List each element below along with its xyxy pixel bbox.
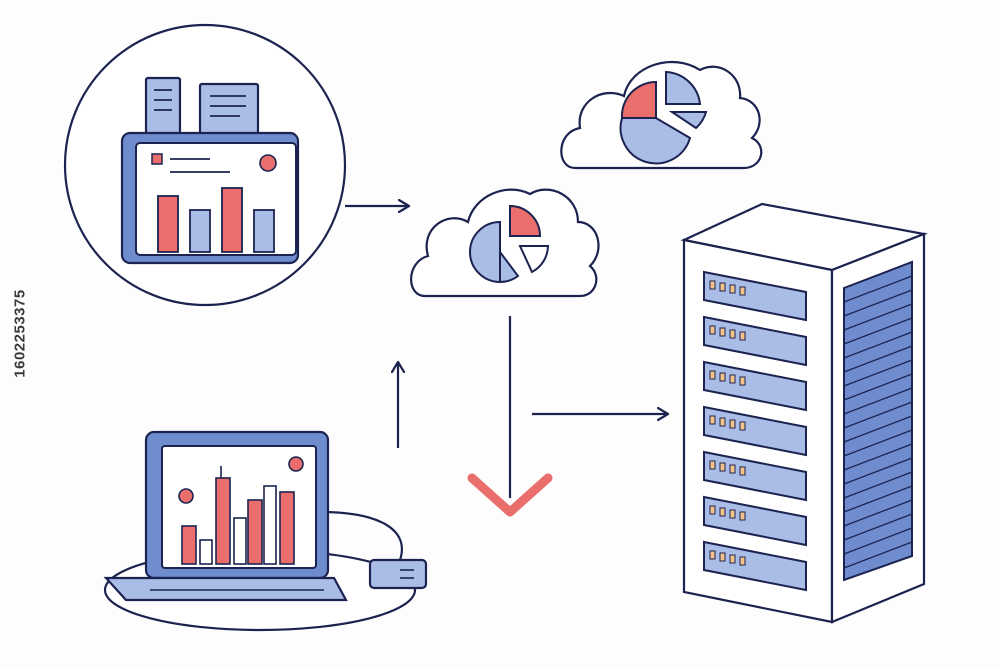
- server-unit: [703, 450, 807, 502]
- server-led: [709, 370, 716, 380]
- server-led: [739, 421, 746, 431]
- server-led: [709, 460, 716, 470]
- server-led: [729, 509, 736, 519]
- server-led: [739, 376, 746, 386]
- cloud-pie-chart-icon: [410, 188, 600, 298]
- server-led: [719, 282, 726, 292]
- server-unit: [703, 540, 807, 592]
- server-led: [729, 554, 736, 564]
- server-led: [709, 415, 716, 425]
- server-led: [719, 372, 726, 382]
- arrow-down-icon: [467, 316, 553, 517]
- server-led: [719, 327, 726, 337]
- server-led: [729, 374, 736, 384]
- server-led: [709, 550, 716, 560]
- server-led: [729, 464, 736, 474]
- server-led: [709, 280, 716, 290]
- server-led: [719, 552, 726, 562]
- server-led: [719, 417, 726, 427]
- server-led: [739, 286, 746, 296]
- server-unit: [703, 495, 807, 547]
- server-led: [739, 331, 746, 341]
- laptop-analytics-icon: [103, 430, 428, 632]
- server-led: [709, 505, 716, 515]
- cloud-pie-chart-small-icon: [560, 60, 763, 170]
- image-id-label: 1602253375: [0, 0, 40, 667]
- server-led: [739, 466, 746, 476]
- server-units: [703, 270, 807, 592]
- server-led: [729, 419, 736, 429]
- server-rack-icon: [680, 202, 928, 624]
- dashboard-report-icon: [63, 23, 347, 307]
- server-unit: [703, 315, 807, 367]
- server-led: [719, 507, 726, 517]
- server-unit: [703, 360, 807, 412]
- server-led: [739, 556, 746, 566]
- server-unit: [703, 405, 807, 457]
- server-led: [739, 511, 746, 521]
- server-led: [719, 462, 726, 472]
- server-unit: [703, 270, 807, 322]
- server-led: [729, 284, 736, 294]
- server-led: [729, 329, 736, 339]
- image-id-text: 1602253375: [11, 289, 29, 378]
- server-led: [709, 325, 716, 335]
